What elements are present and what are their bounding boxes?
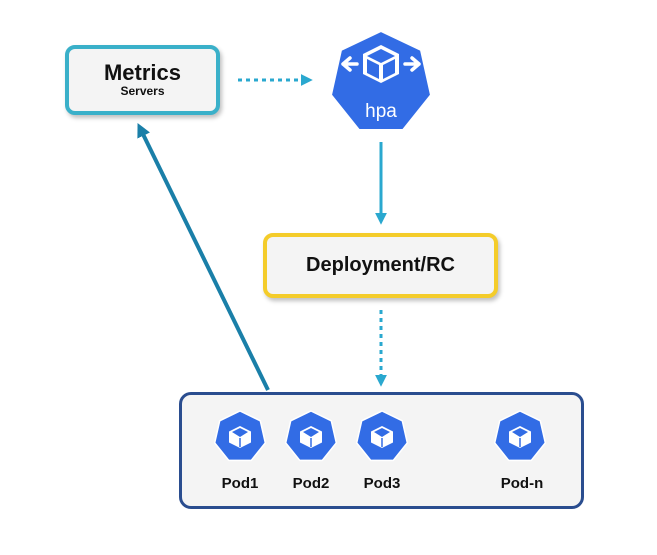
pod-label: Pod2 [292, 475, 330, 492]
deployment-label: Deployment/RC [306, 254, 455, 276]
hpa-icon: hpa [329, 29, 433, 131]
hpa-label: hpa [365, 101, 397, 122]
pod-label: Pod1 [221, 475, 259, 492]
pod-icon [213, 410, 267, 462]
metrics-title: Metrics [103, 60, 182, 85]
metrics-subtitle: Servers [120, 84, 165, 98]
left-arrow-icon [341, 56, 359, 72]
pod-icon [355, 410, 409, 462]
metrics-servers-box: Metrics Servers [65, 45, 220, 115]
kubernetes-cube-icon [363, 45, 399, 83]
pod-icon [493, 410, 547, 462]
right-arrow-icon [403, 56, 421, 72]
pod-label: Pod-n [500, 475, 544, 492]
arrow-pods-to-metrics [137, 122, 270, 391]
deployment-box: Deployment/RC [263, 233, 498, 298]
pod-label: Pod3 [363, 475, 401, 492]
pod-icon [284, 410, 338, 462]
